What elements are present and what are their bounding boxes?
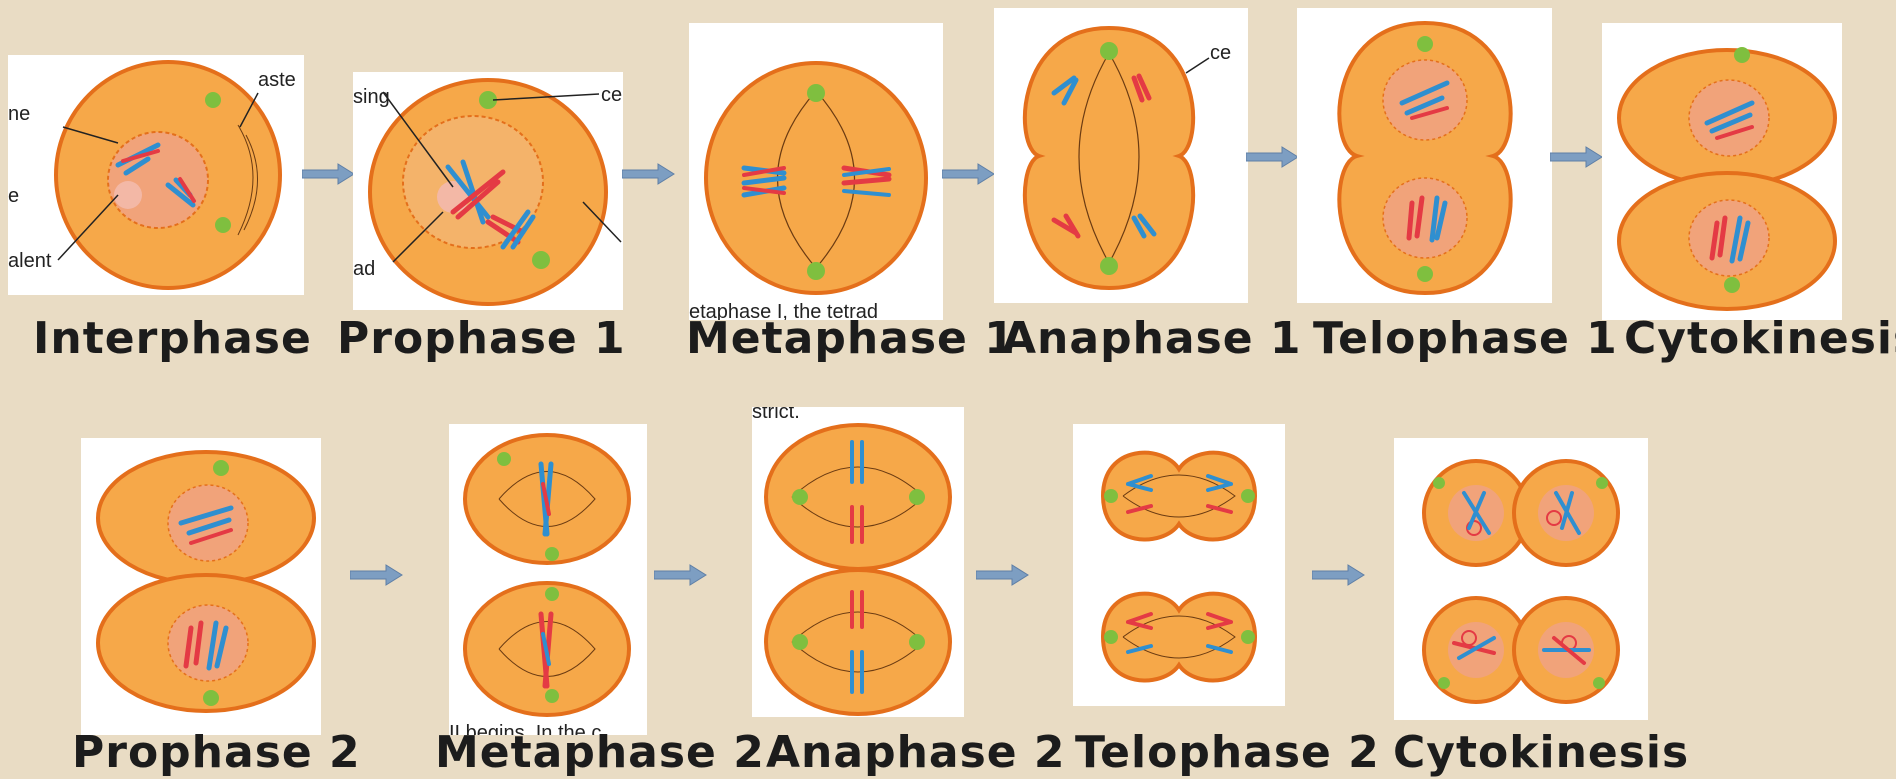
telophase2-panel bbox=[1073, 424, 1285, 706]
stage-label-anaphase2: Anaphase 2 bbox=[766, 727, 1066, 778]
prophase1-cell bbox=[353, 72, 623, 310]
stage-label-metaphase2: Metaphase 2 bbox=[435, 727, 765, 778]
anaphase2-cells bbox=[752, 407, 964, 717]
arrow-right-icon bbox=[942, 162, 996, 186]
metaphase2-cells bbox=[449, 424, 647, 735]
anaphase2-caption: strict. bbox=[752, 407, 800, 424]
arrow-right-icon bbox=[350, 563, 404, 587]
stage-label-prophase1: Prophase 1 bbox=[337, 313, 626, 364]
anaphase1-callout: ce bbox=[1210, 42, 1231, 65]
anaphase1-panel: ce bbox=[994, 8, 1248, 303]
metaphase1-cell bbox=[689, 23, 943, 320]
arrow-right-icon bbox=[1246, 145, 1300, 169]
arrow-right-icon bbox=[1312, 563, 1366, 587]
arrow-right-icon bbox=[1550, 145, 1604, 169]
metaphase2-panel: II begins. In the c bbox=[449, 424, 647, 735]
stage-label-metaphase1: Metaphase 1 bbox=[686, 313, 1016, 364]
interphase-panel: ne aste e alent bbox=[8, 55, 304, 295]
arrow-right-icon bbox=[654, 563, 708, 587]
interphase-callout-2: aste bbox=[258, 69, 296, 92]
interphase-callout-3: e bbox=[8, 185, 19, 208]
stage-label-anaphase1: Anaphase 1 bbox=[1002, 313, 1302, 364]
stage-label-prophase2: Prophase 2 bbox=[72, 727, 361, 778]
prophase2-cells bbox=[81, 438, 321, 735]
interphase-callout-4: alent bbox=[8, 250, 51, 273]
anaphase2-panel: strict. bbox=[752, 407, 964, 717]
telophase1-cell bbox=[1297, 8, 1552, 303]
telophase2-cells bbox=[1073, 424, 1285, 706]
stage-label-interphase: Interphase bbox=[33, 313, 312, 364]
prophase1-panel: sing ce ad bbox=[353, 72, 623, 310]
arrow-right-icon bbox=[622, 162, 676, 186]
interphase-callout-1: ne bbox=[8, 103, 30, 126]
metaphase1-panel: etaphase I, the tetrad bbox=[689, 23, 943, 320]
cytokinesis2-panel bbox=[1394, 438, 1648, 720]
cytokinesis1-cells bbox=[1602, 23, 1842, 320]
prophase1-callout-2: ce bbox=[601, 84, 622, 107]
prophase2-panel bbox=[81, 438, 321, 735]
cytokinesis1-panel bbox=[1602, 23, 1842, 320]
stage-label-telophase2: Telophase 2 bbox=[1075, 727, 1380, 778]
stage-label-telophase1: Telophase 1 bbox=[1313, 313, 1618, 364]
stage-label-cytokinesis2: Cytokinesis bbox=[1393, 727, 1689, 778]
arrow-right-icon bbox=[976, 563, 1030, 587]
stage-label-cytokinesis1: Cytokinesis bbox=[1624, 313, 1896, 364]
prophase1-callout-1: sing bbox=[353, 86, 390, 109]
telophase1-panel bbox=[1297, 8, 1552, 303]
prophase1-callout-3: ad bbox=[353, 258, 375, 281]
arrow-right-icon bbox=[302, 162, 356, 186]
cytokinesis2-cells bbox=[1394, 438, 1648, 720]
